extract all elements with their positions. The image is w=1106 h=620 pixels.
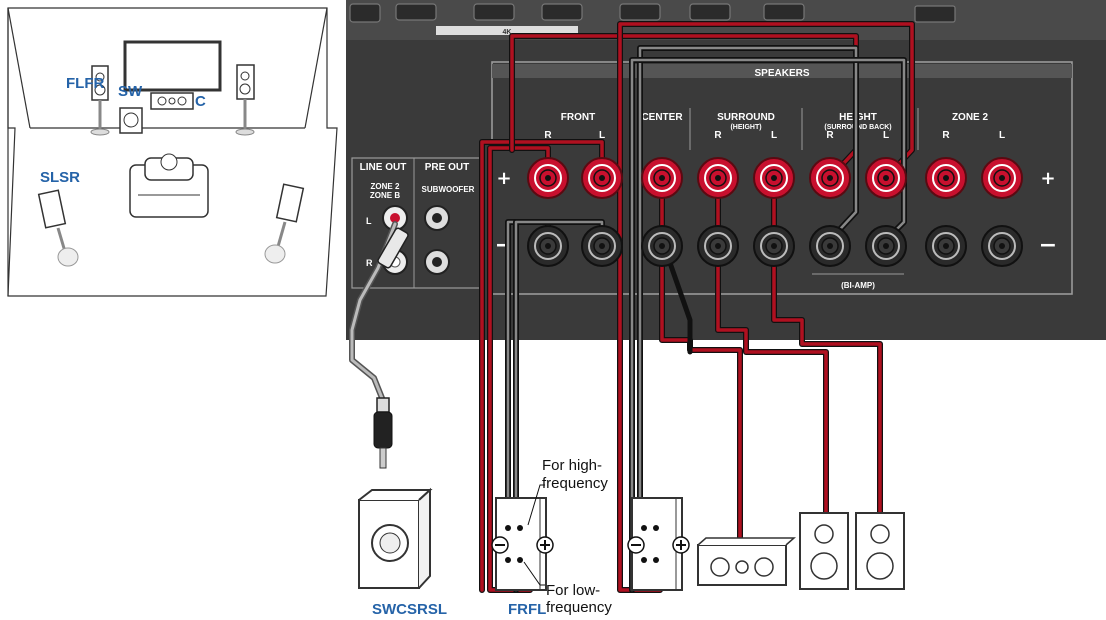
room-layout: FLFR SW C SLSR xyxy=(0,0,346,300)
surround-left-speaker-box-icon xyxy=(855,512,905,590)
zone-b-label-2: ZONE B xyxy=(370,191,400,200)
rca-plug-bottom xyxy=(373,397,393,469)
note-low-frequency-1: For low- xyxy=(546,582,600,599)
sofa-icon xyxy=(129,153,209,218)
center-speaker-room-icon xyxy=(150,92,194,110)
note-low-frequency-2: frequency xyxy=(546,599,612,616)
terminal-center-minus[interactable] xyxy=(641,225,683,267)
terminal-zone2-l-plus[interactable] xyxy=(981,157,1023,199)
room-label-subwoofer: SW xyxy=(118,83,143,100)
front-bi-amp-speaker-left xyxy=(491,497,554,591)
biamp-label: (BI-AMP) xyxy=(841,281,875,290)
surround-r-label: R xyxy=(714,130,722,141)
lineout-r-label: R xyxy=(366,258,373,268)
zone-b-label-1: ZONE 2 xyxy=(371,182,400,191)
room-label-front: FLFR xyxy=(66,75,104,92)
subwoofer-panel-label: SUBWOOFER xyxy=(422,185,475,194)
front-bi-amp-speaker-right xyxy=(627,497,690,591)
terminal-height-l-minus[interactable] xyxy=(865,225,907,267)
terminal-surround-r-minus[interactable] xyxy=(697,225,739,267)
line-out-label: LINE OUT xyxy=(360,162,407,173)
center-label: CENTER xyxy=(641,112,683,123)
terminal-front-r-minus[interactable] xyxy=(527,225,569,267)
zone2-label: ZONE 2 xyxy=(952,112,989,123)
note-high-frequency-1: For high- xyxy=(542,457,602,474)
center-speaker-icon xyxy=(697,537,796,586)
subwoofer-icon xyxy=(358,487,433,589)
zone2-l-label: L xyxy=(999,130,1005,141)
lineout-l-label: L xyxy=(366,216,372,226)
cable-surround-l xyxy=(771,175,883,516)
room-label-surround: SLSR xyxy=(40,169,80,186)
plus-sign-right: + xyxy=(1040,168,1055,189)
subwoofer-pre-out-jack-1[interactable] xyxy=(424,205,450,231)
rca-plug-top xyxy=(377,227,409,269)
terminal-front-l-plus[interactable] xyxy=(581,157,623,199)
subwoofer-room-icon xyxy=(119,107,143,134)
terminal-zone2-l-minus[interactable] xyxy=(981,225,1023,267)
surround-left-speaker-icon xyxy=(37,189,79,267)
receiver-back-panel: 4K SPEAKERS LINE OUT PRE OUT ZONE 2 ZONE… xyxy=(346,0,1106,340)
zone2-r-label: R xyxy=(942,130,950,141)
front-l-label: L xyxy=(599,130,605,141)
tv-icon xyxy=(123,40,222,92)
minus-sign-right: − xyxy=(1039,233,1057,258)
hdmi-ports xyxy=(349,3,956,23)
surround-right-speaker-box-icon xyxy=(799,512,849,590)
terminal-zone2-r-plus[interactable] xyxy=(925,157,967,199)
terminal-front-l-minus[interactable] xyxy=(581,225,623,267)
terminal-height-r-plus[interactable] xyxy=(809,157,851,199)
height-l-label: L xyxy=(883,130,889,141)
front-r-label: R xyxy=(544,130,552,141)
front-left-speaker-icon xyxy=(90,65,110,136)
surround-sub-label: (HEIGHT) xyxy=(730,124,761,131)
surround-l-label: L xyxy=(771,130,777,141)
terminal-front-r-plus[interactable] xyxy=(527,157,569,199)
terminal-height-r-minus[interactable] xyxy=(809,225,851,267)
bottom-label-left: SWCSRSL xyxy=(372,601,447,618)
cable-subwoofer xyxy=(349,221,398,401)
terminal-center-plus[interactable] xyxy=(641,157,683,199)
subwoofer-pre-out-jack-2[interactable] xyxy=(424,249,450,275)
speakers-label: SPEAKERS xyxy=(754,68,809,79)
pre-out-label: PRE OUT xyxy=(425,162,469,173)
note-high-frequency-2: frequency xyxy=(542,475,608,492)
terminal-surround-l-minus[interactable] xyxy=(753,225,795,267)
terminal-surround-l-plus[interactable] xyxy=(753,157,795,199)
terminal-height-l-plus[interactable] xyxy=(865,157,907,199)
front-label: FRONT xyxy=(561,112,595,123)
terminal-surround-r-plus[interactable] xyxy=(697,157,739,199)
speaker-terminals xyxy=(527,157,1023,267)
surround-label: SURROUND xyxy=(717,112,775,123)
surround-right-speaker-icon xyxy=(264,183,305,264)
cable-surround-r xyxy=(715,175,829,516)
front-right-speaker-icon xyxy=(235,64,255,136)
bottom-label-right: FRFL xyxy=(508,601,546,618)
lineout-l-jack[interactable] xyxy=(382,205,408,231)
terminal-zone2-r-minus[interactable] xyxy=(925,225,967,267)
height-r-label: R xyxy=(826,130,834,141)
plus-sign-left: + xyxy=(496,168,511,189)
cable-center xyxy=(659,175,743,548)
room-label-center: C xyxy=(195,93,206,110)
hdmi-4k-label: 4K xyxy=(503,29,512,36)
